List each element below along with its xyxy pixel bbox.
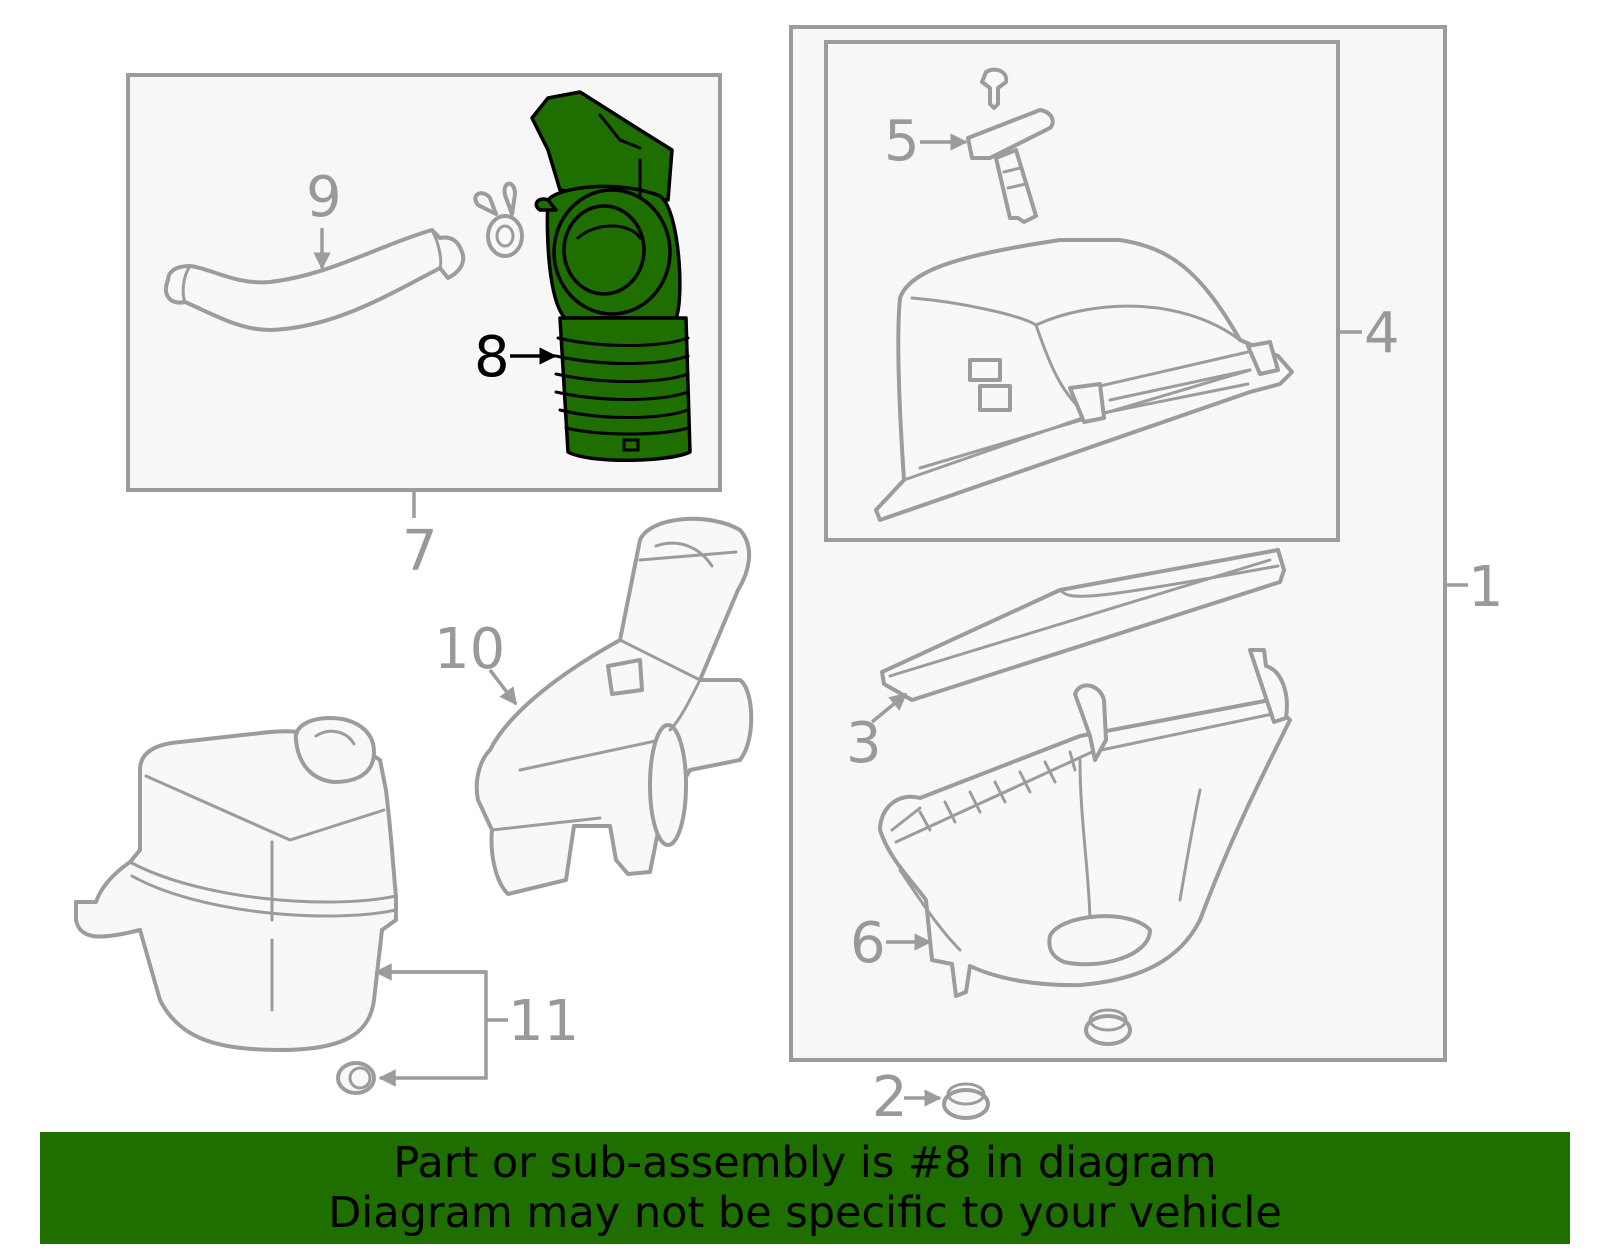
part-3-filter	[880, 548, 1286, 702]
banner-line-1: Part or sub-assembly is #8 in diagram	[393, 1138, 1217, 1188]
info-banner: Part or sub-assembly is #8 in diagram Di…	[40, 1132, 1570, 1244]
callout-9: 9	[306, 165, 342, 230]
callout-5: 5	[884, 109, 920, 174]
part-6-lower-case	[878, 648, 1292, 998]
part-4-upper-case	[874, 238, 1294, 522]
callout-11: 11	[508, 989, 579, 1054]
part-9-hose	[164, 228, 466, 332]
part-8-intake-duct	[530, 90, 692, 462]
part-clamp	[473, 181, 524, 258]
banner-line-2: Diagram may not be specific to your vehi…	[328, 1188, 1282, 1238]
callout-4: 4	[1364, 301, 1400, 366]
part-2-grommet	[942, 1082, 990, 1120]
arrow-3	[870, 692, 908, 724]
parts-diagram: 1 2 3 4 5 6 7 8 9 10 11	[74, 25, 1504, 1130]
arrow-10	[488, 668, 518, 706]
part-10-inlet-duct	[474, 516, 754, 896]
part-11-resonator	[74, 716, 398, 1095]
callout-6: 6	[850, 911, 886, 976]
callout-2: 2	[872, 1065, 908, 1130]
callout-7: 7	[402, 519, 438, 584]
callout-10: 10	[434, 617, 505, 682]
callout-8: 8	[474, 325, 510, 390]
part-grommet-lower-case	[1084, 1008, 1132, 1046]
callout-1: 1	[1468, 555, 1504, 620]
callout-3: 3	[846, 711, 882, 776]
leader-11	[376, 970, 488, 1087]
part-5-sensor	[966, 67, 1055, 224]
